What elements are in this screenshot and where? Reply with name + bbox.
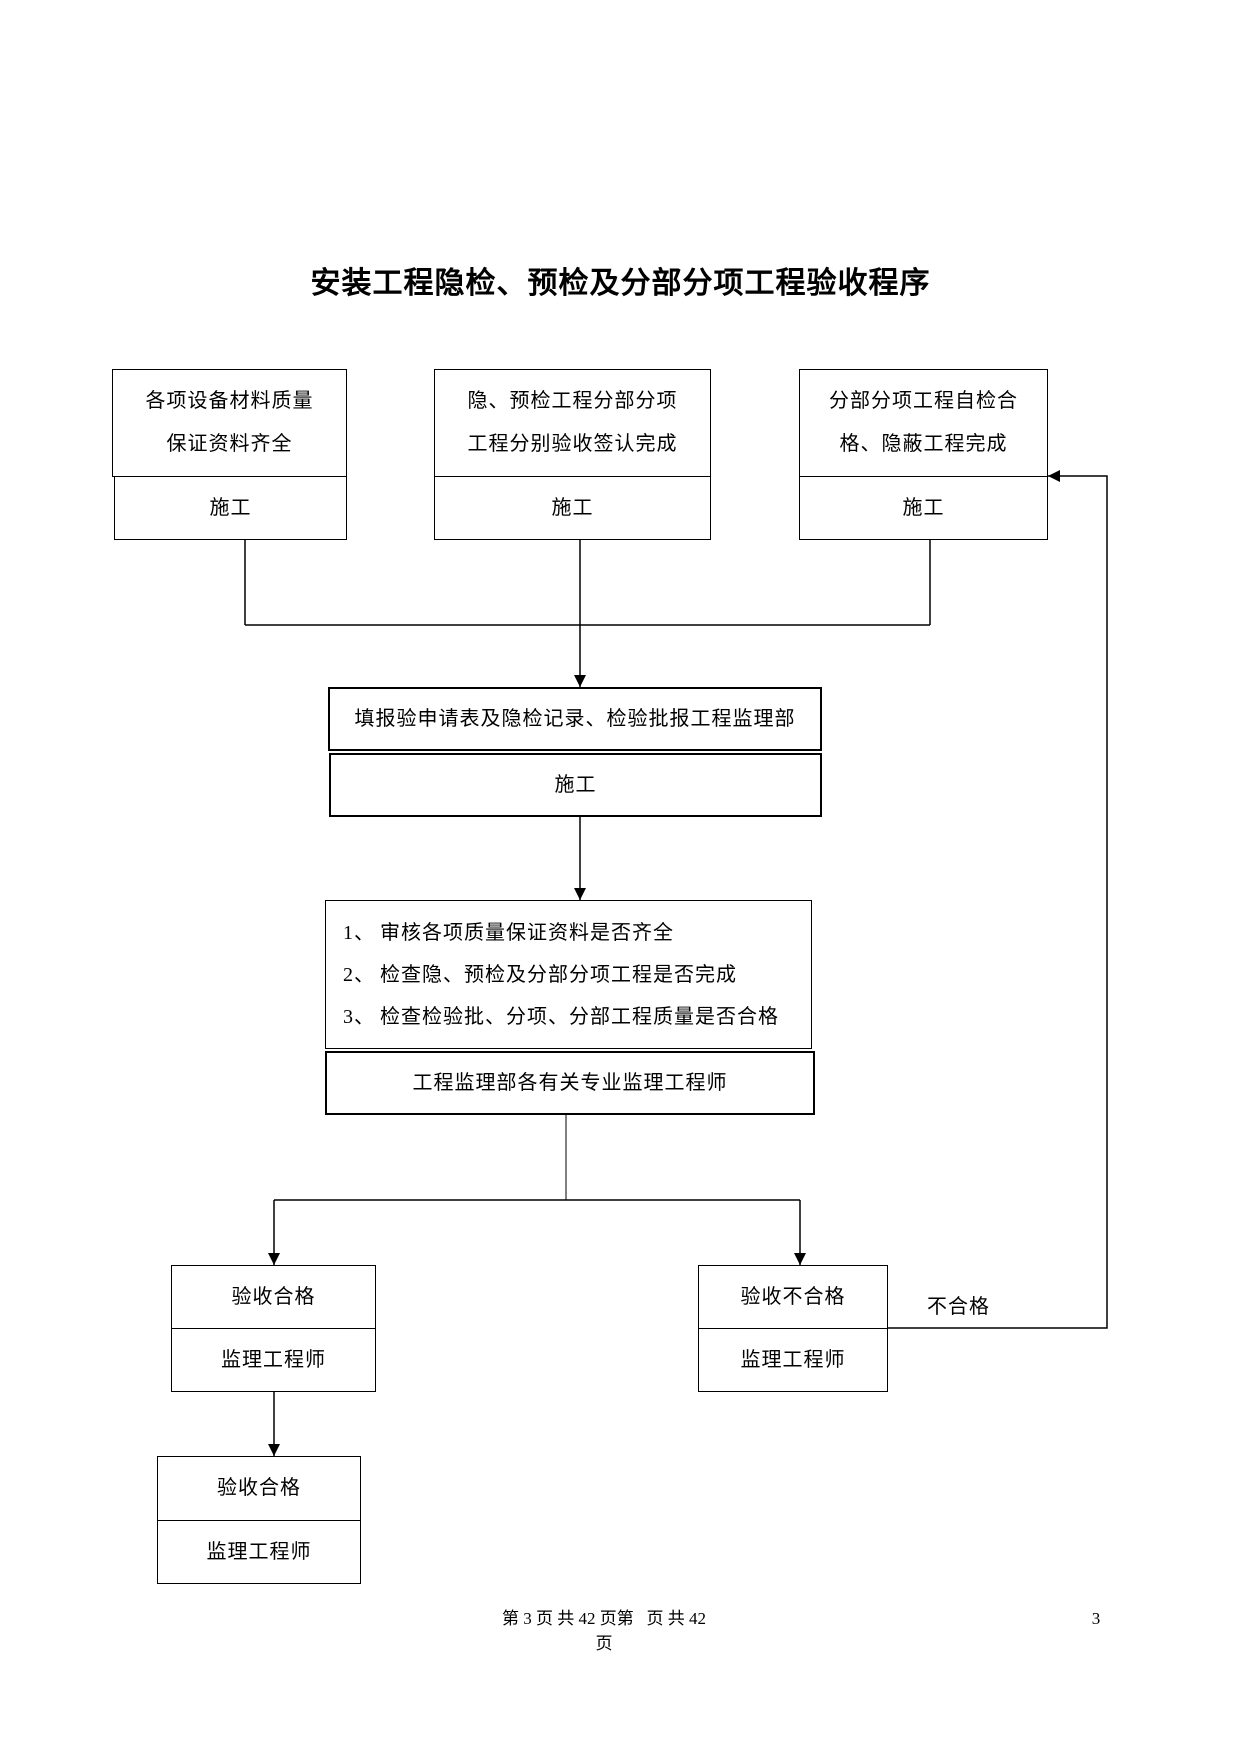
fail-role-box: 监理工程师	[698, 1328, 888, 1392]
review-item-text: 审核各项质量保证资料是否齐全	[380, 921, 674, 944]
role-label: 施工	[902, 496, 945, 519]
review-item-number: 3、	[343, 1005, 375, 1028]
application-box: 填报验申请表及隐检记录、检验批报工程监理部	[328, 687, 822, 751]
self-check-box: 分部分项工程自检合 格、隐蔽工程完成	[799, 369, 1048, 477]
box-line: 验收合格	[217, 1477, 301, 1499]
review-role-box: 工程监理部各有关专业监理工程师	[325, 1051, 815, 1115]
materials-role-box: 施工	[114, 476, 347, 540]
fail-box: 验收不合格	[698, 1265, 888, 1329]
review-item-text: 检查隐、预检及分部分项工程是否完成	[380, 963, 737, 986]
role-label: 监理工程师	[740, 1348, 846, 1371]
role-label: 监理工程师	[221, 1348, 326, 1371]
self-check-role-box: 施工	[799, 476, 1048, 540]
role-label: 施工	[209, 496, 252, 519]
page-title: 安装工程隐检、预检及分部分项工程验收程序	[310, 267, 931, 300]
role-label: 监理工程师	[206, 1540, 312, 1563]
role-label: 施工	[554, 773, 597, 796]
pass-box: 验收合格	[171, 1265, 376, 1329]
review-item-text: 检查检验批、分项、分部工程质量是否合格	[380, 1005, 779, 1028]
box-line: 验收不合格	[740, 1285, 846, 1308]
box-line: 分部分项工程自检合	[829, 390, 1018, 412]
role-label: 施工	[551, 496, 594, 519]
footer-page-text: 第 3 页 共 42 页第 页 共 42	[502, 1609, 706, 1628]
review-item: 3、检查检验批、分项、分部工程质量是否合格	[343, 996, 779, 1038]
box-line: 验收合格	[231, 1285, 316, 1308]
review-item-number: 2、	[343, 963, 375, 986]
hidden-check-box: 隐、预检工程分部分项 工程分别验收签认完成	[434, 369, 711, 477]
materials-box: 各项设备材料质量 保证资料齐全	[112, 369, 347, 477]
fail-feedback-label: 不合格	[927, 1296, 990, 1318]
role-label: 工程监理部各有关专业监理工程师	[412, 1071, 728, 1094]
box-line: 工程分别验收签认完成	[467, 433, 678, 455]
box-line: 各项设备材料质量	[145, 390, 314, 412]
application-role-box: 施工	[329, 753, 822, 817]
final-box: 验收合格	[157, 1456, 361, 1521]
review-box: 1、审核各项质量保证资料是否齐全 2、检查隐、预检及分部分项工程是否完成 3、检…	[325, 900, 812, 1049]
review-item: 1、审核各项质量保证资料是否齐全	[343, 912, 674, 954]
final-role-box: 监理工程师	[157, 1520, 361, 1584]
review-item: 2、检查隐、预检及分部分项工程是否完成	[343, 954, 737, 996]
review-item-number: 1、	[343, 921, 375, 944]
box-line: 填报验申请表及隐检记录、检验批报工程监理部	[354, 707, 796, 730]
box-line: 隐、预检工程分部分项	[467, 390, 678, 412]
pass-role-box: 监理工程师	[171, 1328, 376, 1392]
footer-page-number: 3	[1091, 1609, 1101, 1628]
hidden-check-role-box: 施工	[434, 476, 711, 540]
arrow-fail-feedback	[888, 470, 1108, 1329]
box-line: 格、隐蔽工程完成	[839, 433, 1008, 455]
footer-page-text-wrap: 页	[595, 1634, 613, 1653]
box-line: 保证资料齐全	[166, 433, 293, 455]
